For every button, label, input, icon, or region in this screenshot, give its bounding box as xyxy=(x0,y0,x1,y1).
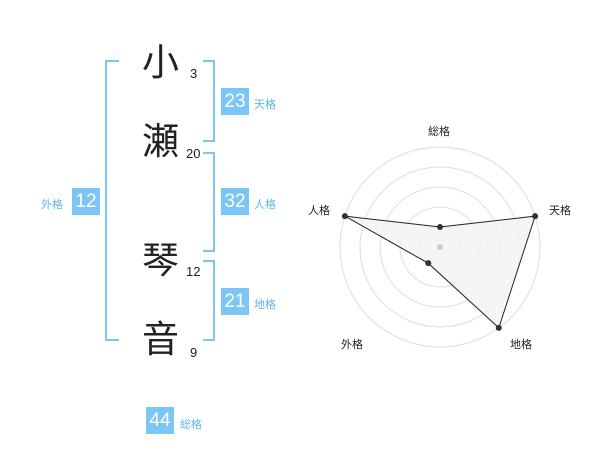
radar-label-jinkaku: 人格 xyxy=(308,204,330,217)
gaikaku-label: 外格 xyxy=(41,198,63,211)
tenkaku-bracket xyxy=(203,60,215,142)
name-char-1: 小 xyxy=(142,41,179,84)
radar-label-tenkaku: 天格 xyxy=(549,204,571,217)
name-char-2: 瀬 xyxy=(142,120,179,163)
stroke-count-4: 9 xyxy=(190,345,198,360)
soukaku-label: 総格 xyxy=(180,418,202,431)
name-char-3: 琴 xyxy=(142,239,179,282)
radar-point-2 xyxy=(532,213,539,220)
soukaku-value-badge: 44 xyxy=(146,407,174,434)
jinkaku-value-badge: 32 xyxy=(221,188,249,215)
radar-point-1 xyxy=(437,224,443,230)
chikaku-label: 地格 xyxy=(254,298,276,311)
gaikaku-bracket xyxy=(105,60,119,341)
name-char-4: 音 xyxy=(142,318,179,361)
radar-label-soukaku: 総格 xyxy=(428,125,450,138)
radar-point-5 xyxy=(341,213,348,220)
radar-point-3 xyxy=(495,324,502,331)
stroke-count-2: 20 xyxy=(186,146,201,161)
radar-grid-ring xyxy=(339,146,541,348)
stroke-count-1: 3 xyxy=(190,66,198,81)
radar-label-gaikaku: 外格 xyxy=(341,338,363,351)
stroke-count-3: 12 xyxy=(186,264,201,279)
radar-point-4 xyxy=(425,260,432,267)
chikaku-value-badge: 21 xyxy=(221,288,249,315)
radar-center-dot xyxy=(437,244,443,250)
jinkaku-label: 人格 xyxy=(254,198,276,211)
chikaku-bracket xyxy=(203,260,215,341)
radar-area xyxy=(344,215,536,329)
radar-chart xyxy=(339,146,541,348)
tenkaku-value-badge: 23 xyxy=(221,88,249,115)
gaikaku-value-badge: 12 xyxy=(72,188,100,215)
tenkaku-label: 天格 xyxy=(254,98,276,111)
radar-label-chikaku: 地格 xyxy=(510,338,532,351)
jinkaku-bracket xyxy=(203,152,215,252)
